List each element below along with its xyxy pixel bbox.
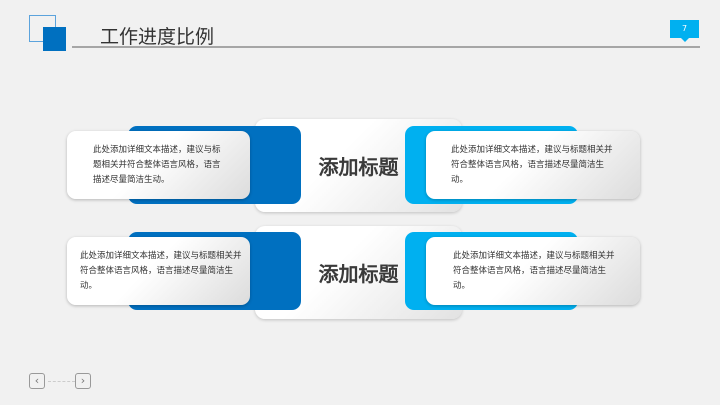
description-text: 此处添加详细文本描述，建议与标题相关并符合整体语言风格，语言描述尽量简洁生动。 — [451, 144, 613, 185]
page-number-badge: 7 — [670, 20, 699, 42]
page-title: 工作进度比例 — [100, 26, 215, 48]
left-text-card: 此处添加详细文本描述，建议与标题相关并符合整体语言风格，语言描述尽量简洁生动。 — [67, 131, 250, 199]
description-text: 此处添加详细文本描述，建议与标题相关并符合整体语言风格，语言描述尽量简洁生动。 — [93, 144, 221, 185]
logo-filled-square — [43, 27, 66, 51]
nav-dashed-line — [48, 381, 75, 382]
title-divider — [72, 46, 700, 48]
left-text-card: 此处添加详细文本描述，建议与标题相关并符合整体语言风格，语言描述尽量简洁生动。 — [67, 237, 250, 305]
description-text: 此处添加详细文本描述，建议与标题相关并符合整体语言风格，语言描述尽量简洁生动。 — [453, 250, 615, 291]
prev-slide-button[interactable]: ‹ — [29, 373, 45, 389]
description-text: 此处添加详细文本描述，建议与标题相关并符合整体语言风格，语言描述尽量简洁生动。 — [80, 250, 242, 291]
right-text-card: 此处添加详细文本描述，建议与标题相关并符合整体语言风格，语言描述尽量简洁生动。 — [426, 237, 640, 305]
next-slide-button[interactable]: › — [75, 373, 91, 389]
right-text-card: 此处添加详细文本描述，建议与标题相关并符合整体语言风格，语言描述尽量简洁生动。 — [426, 131, 640, 199]
